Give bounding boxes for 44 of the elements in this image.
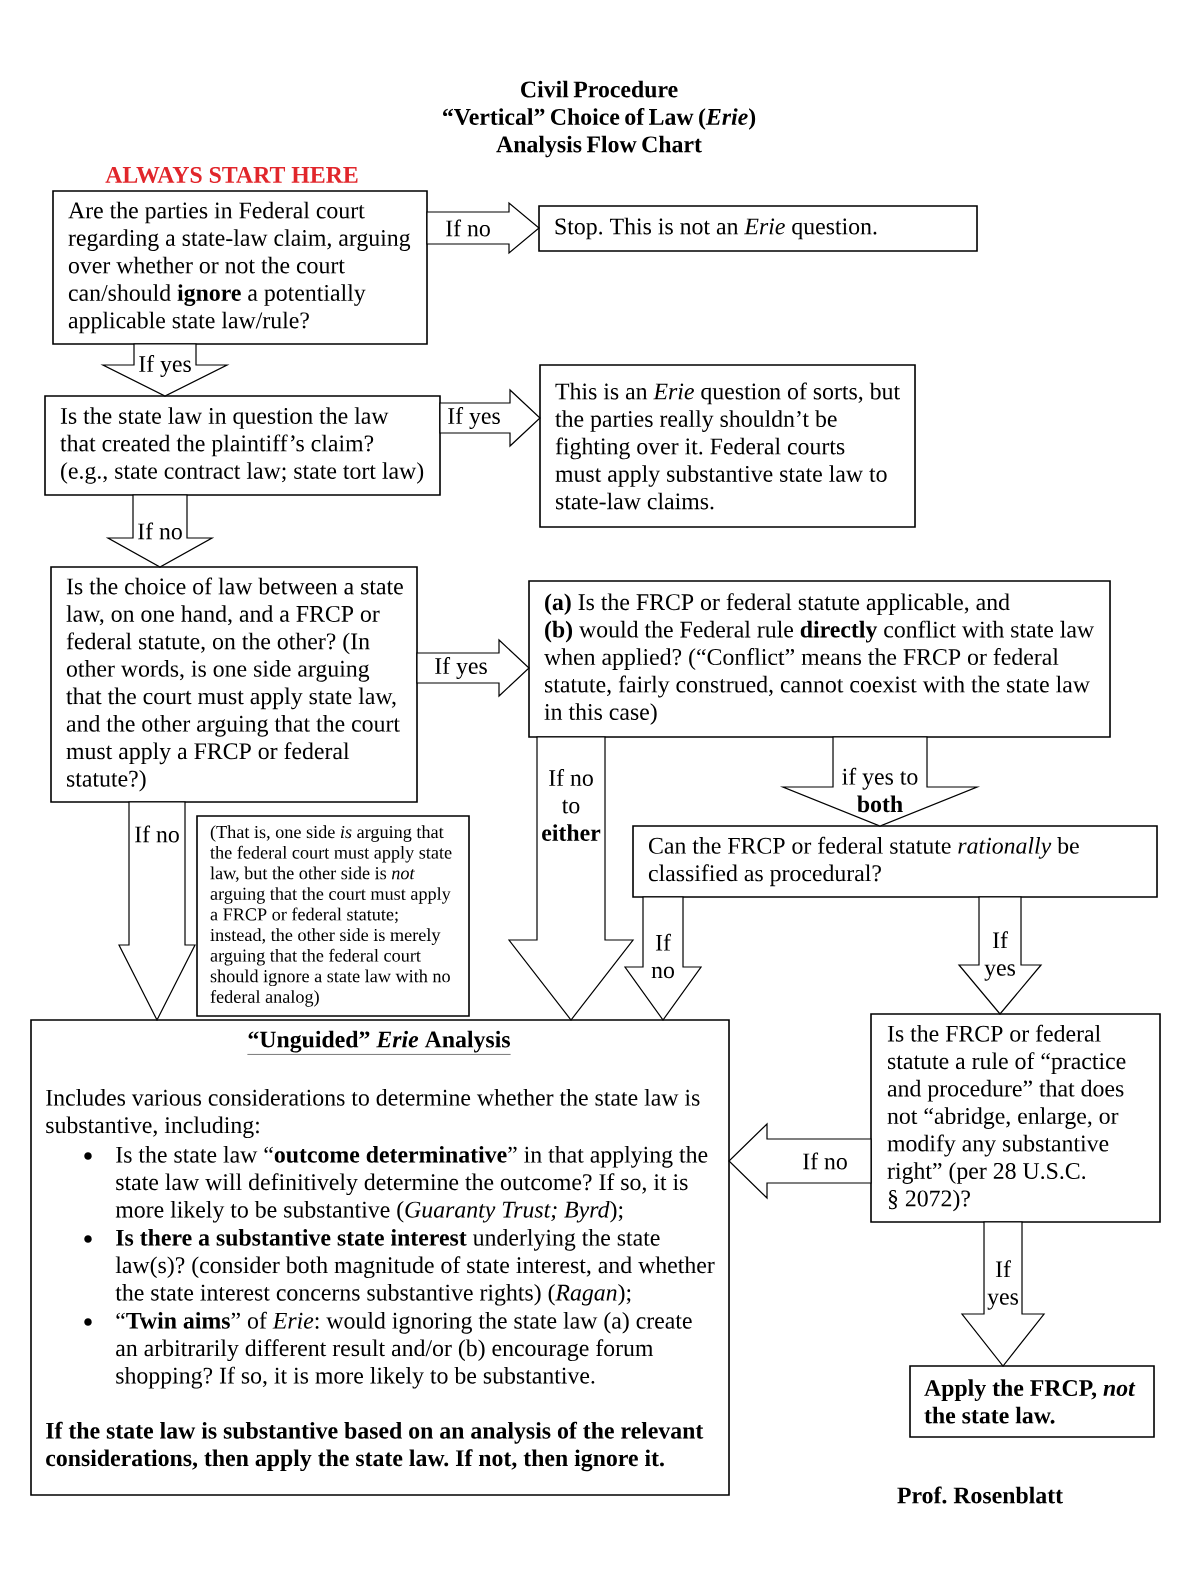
block-arrow <box>426 201 540 255</box>
block-arrow <box>779 736 981 827</box>
edge-label: If no <box>446 219 490 237</box>
start-heading: ALWAYS START HERE <box>105 166 358 184</box>
edge-label: If yes <box>984 931 1015 981</box>
paragraph: Includes various considerations to determine whether the state law is substantive, including: <box>46 1089 700 1139</box>
block-arrow <box>957 896 1043 1015</box>
block-arrow <box>100 343 230 397</box>
edge-label: If yes <box>139 355 191 377</box>
edge-label: If no to either <box>542 769 601 841</box>
conclusion-text: If the state law is substantive based on an analysis of the relevant considerations, then apply the state law. If not, then ignore it. <box>46 1421 704 1472</box>
question-box: Is the state law in question the law that created the plaintiff’s claim? (e.g., state contract law; state tort law) <box>44 395 441 496</box>
edge-label: If no <box>138 522 182 540</box>
block-arrow <box>728 1122 872 1200</box>
block-arrow <box>416 638 530 698</box>
question-box: Is the choice of law between a state law, on one hand, and a FRCP or federal statute, on the other? (In other words, is one side arguing that the court must apply state law, and the other arguing that the court must apply a FRCP or federal statute?) <box>50 566 418 803</box>
question-box: Is the FRCP or federal statute a rule of “practice and procedure” that does not “abridge, enlarge, or modify any substantive right” (per 28 U.S.C. § 2072)? <box>870 1013 1161 1223</box>
result-box: This is an Erie question of sorts, but the parties really shouldn’t be fighting over it. Federal courts must apply substantive state law to state-law claims. <box>539 364 916 528</box>
title: Civil Procedure “Vertical” Choice of Law (Erie) Analysis Flow Chart <box>443 80 756 158</box>
box-heading: “Unguided” Erie Analysis <box>247 1030 511 1055</box>
result-box: Stop. This is not an Erie question. <box>538 205 978 252</box>
edge-label: if yes to both <box>842 767 918 813</box>
question-box: Can the FRCP or federal statute rationally be classified as procedural? <box>632 825 1158 898</box>
edge-label: If no <box>135 825 179 843</box>
note-box: (That is, one side is arguing that the federal court must apply state law, but the other side is not arguing that the court must apply a FRCP or federal statute; instead, the other side is merely arguing that the federal court should ignore a state law with no federal analog) <box>196 815 470 1017</box>
result-box: Apply the FRCP, not the state law. <box>909 1365 1155 1438</box>
bullet-text: “Twin aims” of Erie: would ignoring the state law (a) create an arbitrarily different result and/or (b) encourage forum shopping? If so, it is more likely to be substantive. <box>116 1311 692 1389</box>
bullet-text: Is there a substantive state interest underlying the state law(s)? (consider both magnitude of state interest, and whether the state interest concerns substantive rights) (Ragan); <box>115 1229 715 1306</box>
edge-label: If yes <box>987 1260 1018 1310</box>
question-box: (a) Is the FRCP or federal statute applicable, and (b) would the Federal rule directly conflict with state law when applied? (“Conflict” means the FRCP or federal statute, fairly construed, cannot coexist with the state law in this case) <box>528 580 1111 738</box>
question-box: Are the parties in Federal court regarding a state-law claim, arguing over whether or not the court can/should ignore a potentially applicable state law/rule? <box>52 190 428 345</box>
edge-label: If no <box>651 933 674 979</box>
block-arrow <box>439 388 541 448</box>
analysis-box <box>30 1019 730 1496</box>
author-name: Prof. Rosenblatt <box>897 1486 1063 1504</box>
block-arrow <box>960 1221 1046 1367</box>
edge-label: If no <box>803 1152 847 1170</box>
block-arrow <box>507 736 635 1021</box>
edge-label: If yes <box>435 657 487 679</box>
bullet-text: Is the state law “outcome determinative” in that applying the state law will definitively determine the outcome? If so, it is more likely to be substantive (Guaranty Trust; Byrd); <box>115 1146 708 1223</box>
edge-label: If yes <box>448 407 500 429</box>
block-arrow <box>623 896 703 1022</box>
block-arrow <box>105 494 215 568</box>
block-arrow <box>118 801 196 1022</box>
